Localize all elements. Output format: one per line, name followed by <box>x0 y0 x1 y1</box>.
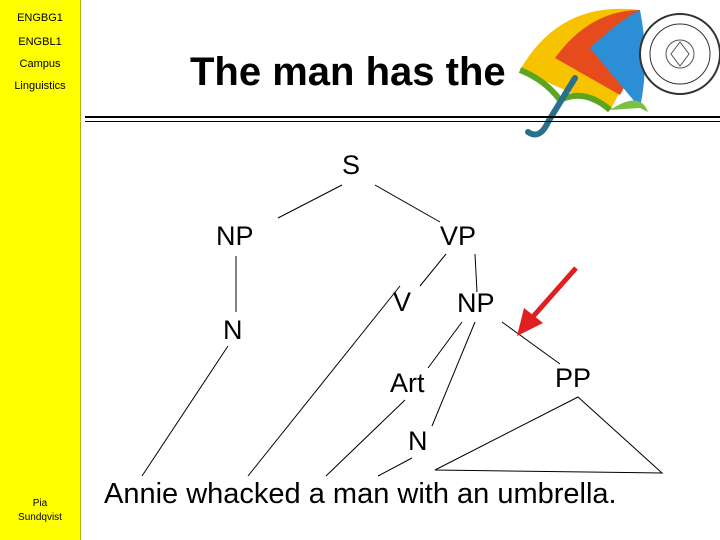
example-sentence: Annie whacked a man with an umbrella. <box>104 478 617 510</box>
branch-n-man <box>377 457 413 477</box>
campus-label: Campus <box>19 58 61 70</box>
branch-art-a <box>325 399 406 477</box>
subject-label: Linguistics <box>14 80 66 92</box>
branch-vp-np <box>474 253 478 293</box>
sidebar <box>0 0 81 540</box>
branch-v-whacked <box>247 285 401 477</box>
branch-n-annie <box>141 345 229 477</box>
course-code-1: ENGBG1 <box>17 12 63 24</box>
node-vp: VP <box>440 221 477 251</box>
author-name: Pia Sundqvist <box>18 498 62 523</box>
node-np-subject: NP <box>216 221 254 251</box>
course-code-2: ENGBL1 <box>18 36 62 48</box>
title-rule <box>85 116 720 118</box>
branch-np-art <box>427 321 463 369</box>
node-pp: PP <box>555 363 592 393</box>
slide-title: The man has the <box>190 50 506 94</box>
branch-np-n <box>431 321 476 427</box>
title-rule-thin <box>85 121 720 122</box>
node-n-subject: N <box>223 315 243 345</box>
branch-np-pp <box>501 321 561 365</box>
branch-s-vp <box>374 184 441 223</box>
branch-vp-v <box>419 253 447 287</box>
node-v: V <box>393 287 412 317</box>
node-n-object: N <box>408 426 428 456</box>
node-art: Art <box>390 368 425 398</box>
pp-triangle <box>434 396 664 474</box>
red-arrow-icon <box>517 266 578 336</box>
branch-s-np <box>277 184 343 219</box>
node-s: S <box>342 150 361 180</box>
node-np-object: NP <box>457 288 495 318</box>
